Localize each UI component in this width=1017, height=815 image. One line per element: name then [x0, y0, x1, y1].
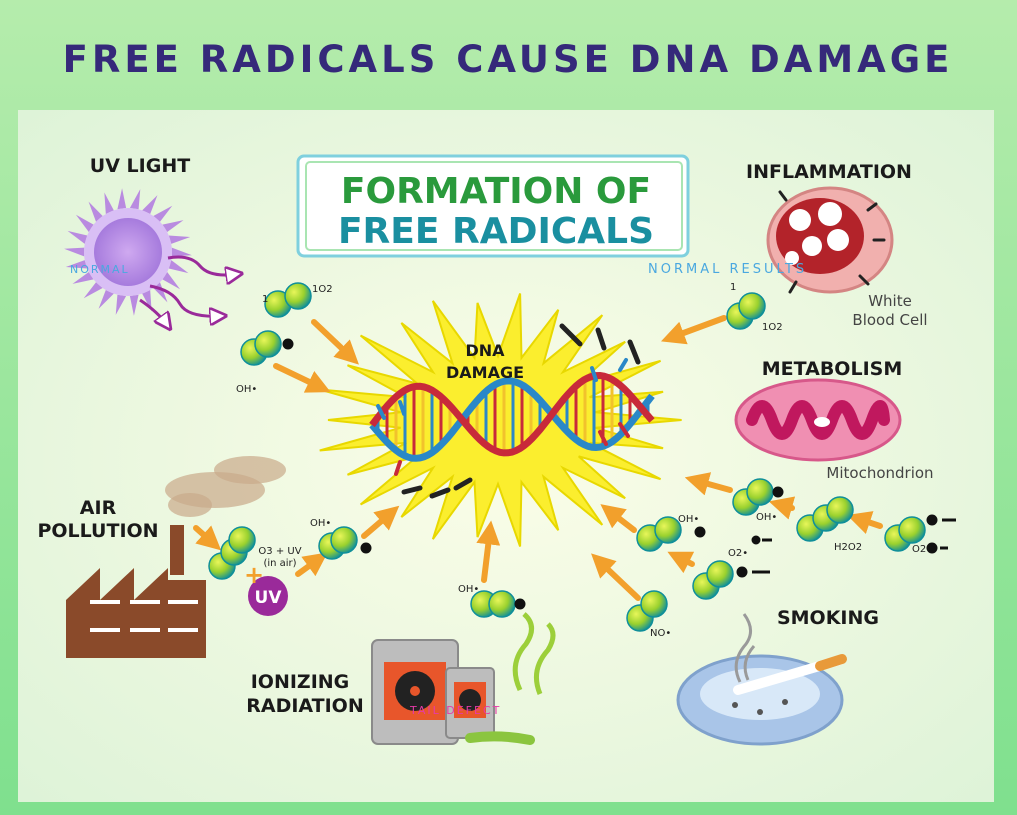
- molecules: [208, 282, 926, 632]
- mol-label-o2-inflam: 1O2: [762, 322, 783, 333]
- white-blood-cell-icon: [766, 186, 894, 294]
- radiation-barrels-icon: [371, 612, 556, 745]
- formation-title-line1: FORMATION OF: [341, 171, 651, 212]
- o3-uv-line2: (in air): [263, 558, 296, 569]
- molecule-atom: [640, 590, 668, 618]
- mol-label-1-uv: 1: [262, 294, 268, 305]
- o3-uv-line1: O3 + UV: [258, 546, 301, 557]
- sun-ray: [67, 230, 88, 244]
- sun-ray: [64, 247, 85, 257]
- sun-ray: [115, 294, 127, 315]
- white-blood-cell-label-line2: Blood Cell: [852, 311, 927, 329]
- mol-label-oh-uv: OH•: [236, 384, 257, 395]
- molecule-atom: [654, 516, 682, 544]
- ionizing-label-line2: RADIATION: [246, 695, 364, 717]
- dna-damage-line1: DNA: [465, 341, 505, 360]
- molecule-atom: [254, 330, 282, 358]
- factory-icon: [66, 456, 286, 658]
- air-label-line2: POLLUTION: [37, 520, 158, 542]
- sun-ray: [129, 294, 139, 316]
- uv-badge-label: UV: [255, 588, 283, 608]
- molecule-atom: [228, 526, 256, 554]
- main-title: FREE RADICALS CAUSE DNA DAMAGE: [63, 38, 954, 81]
- molecule-atom: [898, 516, 926, 544]
- sun-ray: [65, 260, 88, 269]
- arrows: [193, 315, 883, 601]
- sun-ray: [104, 192, 114, 215]
- mol-label-1-inflam: 1: [730, 282, 736, 293]
- mol-label-h2o2: H2O2: [834, 542, 862, 553]
- molecule-atom: [488, 590, 516, 618]
- dna-damage-starburst: [319, 293, 682, 547]
- mol-label-o2rad-smoke: O2•: [728, 548, 748, 559]
- mitochondrion-label: Mitochondrion: [826, 464, 933, 482]
- mitochondrion-icon: [734, 378, 902, 462]
- molecule-atom: [738, 292, 766, 320]
- sun-ray: [162, 271, 181, 290]
- watermark-normal: NORMAL: [70, 263, 130, 276]
- molecule-atom: [826, 496, 854, 524]
- uv-light-label: UV LIGHT: [90, 155, 190, 177]
- sun-ray: [162, 220, 184, 233]
- sun-ray: [142, 195, 158, 215]
- watermark-tail-defect: TAIL DEFECT: [409, 704, 501, 717]
- sun-ray: [88, 201, 103, 222]
- sun-ray: [117, 188, 127, 210]
- sun-icon: [64, 188, 192, 316]
- mol-label-oh-metab: OH•: [756, 512, 777, 523]
- sun-ray: [153, 205, 173, 222]
- metabolism-label: METABOLISM: [762, 358, 902, 380]
- radical-markers: [282, 338, 956, 610]
- plus-icon: +: [244, 561, 264, 589]
- mol-label-o2-uv: 1O2: [312, 284, 333, 295]
- ionizing-label-line1: IONIZING: [251, 671, 350, 693]
- mol-label-oh-smoke: OH•: [678, 514, 699, 525]
- uv-badge: UV: [248, 576, 288, 616]
- smoking-label: SMOKING: [777, 607, 879, 629]
- air-label-line1: AIR: [80, 497, 117, 519]
- uv-rays: [139, 255, 238, 326]
- sun-ray: [171, 247, 192, 257]
- sun-ray: [129, 189, 141, 210]
- watermark-normal-results: NORMAL RESULTS: [648, 262, 807, 277]
- ashtray-icon: [676, 613, 847, 746]
- mol-label-o2rad-metab: O2•: [912, 544, 932, 555]
- sun-ray: [72, 271, 94, 284]
- dna-damage-line2: DAMAGE: [446, 363, 524, 382]
- formation-box: FORMATION OF FREE RADICALS: [296, 154, 690, 258]
- white-blood-cell-label-line1: White: [868, 292, 912, 310]
- mol-label-oh-air: OH•: [310, 518, 331, 529]
- mol-label-oh-ion: OH•: [458, 584, 479, 595]
- sun-ray: [75, 214, 94, 233]
- formation-title-line2: FREE RADICALS: [338, 211, 654, 252]
- dna-helix-icon: [369, 323, 655, 499]
- molecule-atom: [330, 526, 358, 554]
- molecule-atom: [284, 282, 312, 310]
- mol-label-no: NO•: [650, 628, 671, 639]
- inflammation-label: INFLAMMATION: [746, 161, 912, 183]
- sun-ray: [168, 260, 189, 274]
- molecule-atom: [746, 478, 774, 506]
- sun-ray: [168, 235, 191, 244]
- molecule-atom: [706, 560, 734, 588]
- sun-ray: [98, 289, 114, 309]
- sun-ray: [83, 282, 103, 299]
